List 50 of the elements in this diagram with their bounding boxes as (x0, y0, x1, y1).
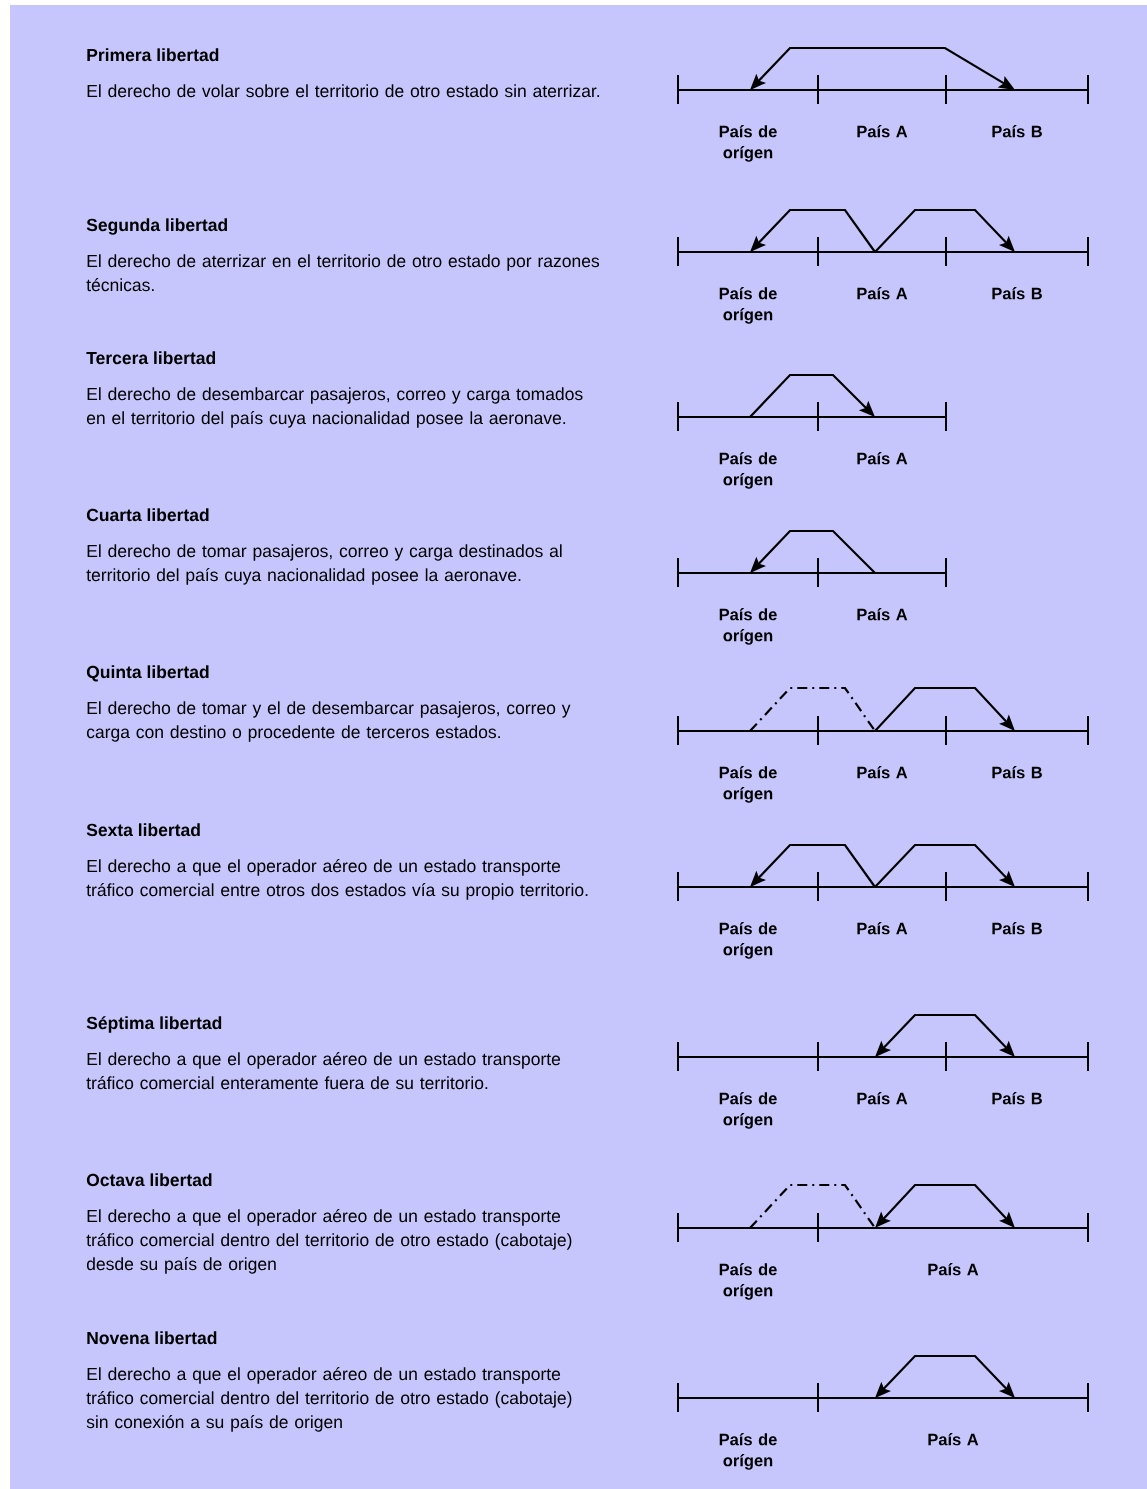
country-label: País de orígen (719, 1092, 777, 1129)
flight-path-arrow (874, 208, 1015, 253)
flight-path-arrow (750, 529, 876, 574)
country-label: País de orígen (719, 452, 777, 489)
country-label: País B (992, 287, 1042, 300)
country-label: País A (857, 452, 908, 465)
heading-text: Quinta libertad (86, 665, 209, 682)
country-label: País de orígen (719, 1433, 777, 1470)
country-label: País A (857, 1092, 908, 1105)
flight-path-arrow (749, 373, 875, 418)
country-label: País de orígen (719, 1263, 777, 1300)
heading-text: Segunda libertad (86, 218, 227, 235)
description-text: El derecho a que el operador aéreo de un estado transporte tráfico comercial dentro del territorio de otro estado (cabotaje) sin conexión a su país de origen (86, 1367, 572, 1432)
description-text: El derecho a que el operador aéreo de un estado transporte tráfico comercial enteramente fuera de su territorio. (86, 1052, 561, 1090)
flight-path-arrow (750, 843, 876, 888)
country-label: País B (992, 125, 1042, 138)
flight-path-arrow (874, 843, 1015, 888)
country-label: País B (992, 922, 1042, 935)
heading-text: Sexta libertad (86, 823, 200, 837)
country-label: País de orígen (719, 608, 777, 645)
flight-path-arrow (874, 686, 1015, 732)
country-label: País de orígen (719, 125, 777, 162)
description-text: El derecho de tomar y el de desembarcar pasajeros, correo y carga con destino o procedente de terceros estados. (86, 701, 571, 742)
country-label: País A (928, 1263, 979, 1276)
country-label: País A (857, 125, 908, 138)
flight-path (749, 686, 876, 732)
country-label: País B (992, 766, 1042, 779)
description-text: El derecho de aterrizar en el territorio de otro estado por razones técnicas. (86, 254, 600, 292)
country-label: País B (992, 1092, 1042, 1105)
description-text: El derecho de desembarcar pasajeros, correo y carga tomados en el territorio del país cuya nacionalidad posee la aeronave. (86, 387, 583, 428)
heading-text: Tercera libertad (86, 351, 216, 365)
heading-text: Novena libertad (87, 1331, 217, 1345)
country-label: País A (928, 1433, 979, 1446)
country-label: País A (857, 922, 908, 935)
description-text: El derecho de volar sobre el territorio de otro estado sin aterrizar. (87, 84, 600, 98)
country-label: País A (857, 766, 908, 779)
description-text: El derecho de tomar pasajeros, correo y carga destinados al territorio del país cuya nacionalidad posee la aeronave. (86, 544, 562, 585)
description-text: El derecho a que el operador aéreo de un estado transporte tráfico comercial entre otros dos estados vía su propio territorio. (86, 859, 588, 900)
heading-text: Octava libertad (86, 1173, 212, 1187)
heading-text: Séptima libertad (86, 1016, 222, 1033)
flight-path (749, 1183, 876, 1229)
country-label: País de orígen (719, 766, 777, 803)
description-text: El derecho a que el operador aéreo de un estado transporte tráfico comercial dentro del territorio de otro estado (cabotaje) desde su país de origen (86, 1209, 572, 1274)
country-label: País de orígen (719, 287, 777, 324)
country-label: País A (857, 287, 908, 300)
flight-path-arrow (750, 208, 876, 253)
country-label: País de orígen (719, 922, 777, 959)
heading-text: Primera libertad (87, 48, 219, 62)
heading-text: Cuarta libertad (86, 508, 209, 522)
country-label: País A (857, 608, 908, 621)
